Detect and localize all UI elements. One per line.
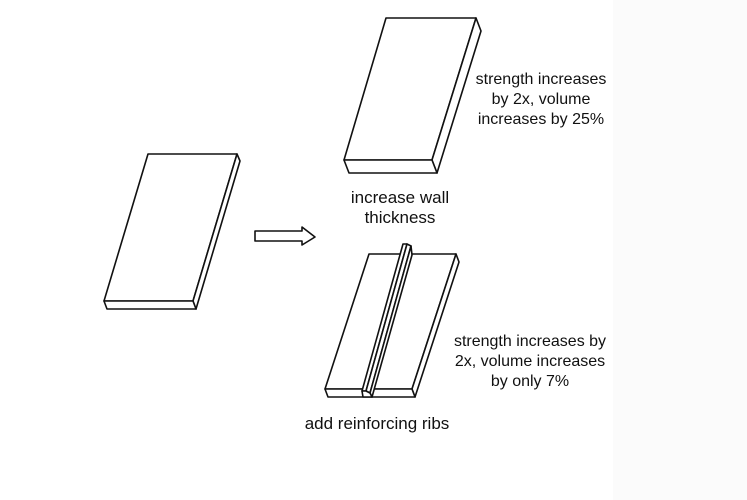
thick-wall-plate (343, 17, 482, 174)
ribs-note-line-1: strength increases by (453, 333, 607, 350)
ribs-note-line-2: 2x, volume increases (454, 353, 606, 370)
thick-wall-caption-line-2: thickness (364, 208, 436, 227)
thick-wall-note-line-2: by 2x, volume (491, 91, 591, 108)
right-arrow-icon (254, 226, 316, 246)
thick-wall-caption-line-1: increase wall (350, 188, 450, 207)
original-plate-bottom-edge (103, 300, 197, 310)
ribs-note-line-3: by only 7% (490, 373, 570, 390)
original-plate (103, 153, 241, 310)
right-edge-strip (613, 0, 747, 500)
ribs-note: strength increases by 2x, volume increas… (447, 332, 613, 392)
thick-wall-note-line-1: strength increases (475, 71, 607, 88)
thick-plate-bottom-edge (343, 159, 438, 174)
ribs-caption-line-1: add reinforcing ribs (304, 414, 450, 433)
ribs-caption: add reinforcing ribs (286, 414, 468, 434)
ribbed-plate (324, 243, 460, 398)
rib-front-face (361, 390, 373, 398)
thick-wall-note-line-3: increases by 25% (477, 111, 605, 128)
thick-wall-note: strength increases by 2x, volume increas… (466, 70, 616, 130)
thick-wall-caption: increase wall thickness (335, 188, 465, 228)
